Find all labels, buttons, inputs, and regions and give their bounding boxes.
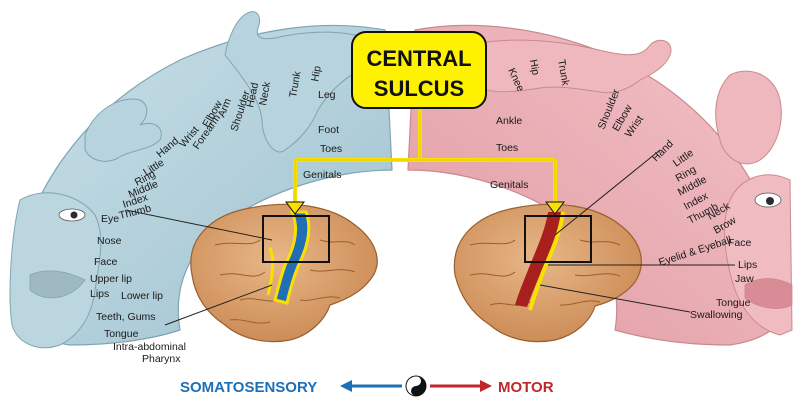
somatosensory-label: Somatosensory [180, 379, 317, 396]
label-face: Face [94, 256, 118, 268]
label-foot: Foot [318, 124, 339, 136]
label-tongue: Tongue [104, 328, 139, 340]
left-brain [191, 204, 377, 341]
yin-yang-icon [406, 376, 426, 396]
label-eye: Eye [101, 213, 119, 225]
label-motor-toes: Toes [496, 142, 518, 154]
label-motor-swallowing: Swallowing [690, 309, 743, 321]
title-line2: sulcus [374, 76, 464, 101]
arrow-left-icon [340, 380, 352, 392]
label-intra-abdominal: Intra-abdominal [113, 341, 186, 353]
label-motor-jaw: Jaw [735, 273, 754, 285]
bottom-legend: Somatosensory Motor [180, 376, 554, 396]
motor-label: Motor [498, 379, 554, 396]
central-sulcus-title: Central sulcus [352, 32, 486, 108]
label-nose: Nose [97, 235, 122, 247]
right-brain [454, 204, 641, 341]
label-upper-lip: Upper lip [90, 273, 132, 285]
label-motor-tongue: Tongue [716, 297, 751, 309]
label-motor-ankle: Ankle [496, 115, 522, 127]
title-line1: Central [366, 46, 471, 71]
label-lips: Lips [90, 288, 109, 300]
label-motor-genitals: Genitals [490, 179, 529, 191]
label-motor-face: Face [728, 237, 752, 249]
arrow-right-icon [480, 380, 492, 392]
label-teeth-gums: Teeth, Gums [96, 311, 156, 323]
label-leg: Leg [318, 89, 336, 101]
label-lower-lip: Lower lip [121, 290, 163, 302]
label-genitals: Genitals [303, 169, 342, 181]
label-pharynx: Pharynx [142, 353, 181, 365]
label-motor-lips: Lips [738, 259, 757, 271]
label-toes: Toes [320, 143, 342, 155]
